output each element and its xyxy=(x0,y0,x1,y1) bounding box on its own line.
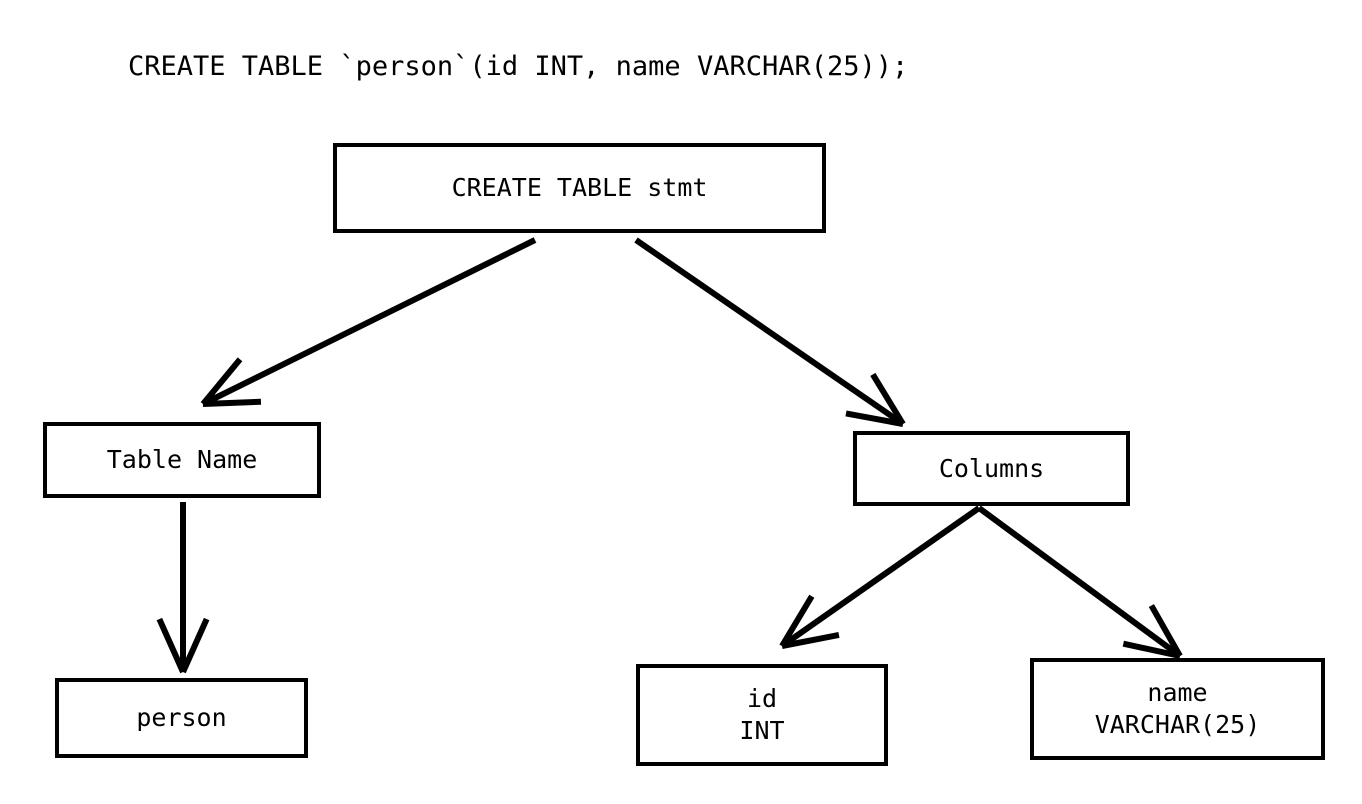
arrowhead-barb xyxy=(200,357,243,406)
node-column-name[interactable]: name VARCHAR(25) xyxy=(1030,658,1325,760)
arrowhead-barb xyxy=(845,410,904,427)
arrowhead-barb xyxy=(1122,640,1181,659)
node-label-line2: INT xyxy=(739,716,785,745)
node-label-line2: VARCHAR(25) xyxy=(1094,710,1261,739)
node-label-line1: person xyxy=(136,703,227,732)
edge-shaft xyxy=(780,505,981,649)
edge-root-to-table-name xyxy=(200,237,537,407)
node-columns[interactable]: Columns xyxy=(853,431,1130,506)
arrowhead-barb xyxy=(870,372,906,426)
node-label-line1: Table Name xyxy=(106,445,258,474)
arrowhead-barb xyxy=(781,632,840,649)
node-person[interactable]: person xyxy=(55,678,308,758)
edge-root-to-columns xyxy=(634,237,906,427)
edge-shaft xyxy=(977,505,1182,659)
sql-statement-caption: CREATE TABLE `person`(id INT, name VARCH… xyxy=(128,51,909,82)
edge-table-name-to-person xyxy=(156,502,210,674)
node-column-id[interactable]: id INT xyxy=(636,664,888,766)
edge-columns-to-col-id xyxy=(779,505,981,649)
edge-columns-to-col-name xyxy=(977,505,1183,659)
edge-shaft xyxy=(634,237,905,427)
arrowhead-barb xyxy=(156,617,186,674)
arrowhead-barb xyxy=(202,398,262,407)
node-create-table-stmt[interactable]: CREATE TABLE stmt xyxy=(333,143,826,233)
node-label-line1: id xyxy=(746,684,778,713)
node-table-name[interactable]: Table Name xyxy=(43,422,321,498)
arrowhead-barb xyxy=(779,594,815,648)
arrowhead-barb xyxy=(180,617,210,674)
node-label-line1: CREATE TABLE stmt xyxy=(451,173,708,202)
arrowhead-barb xyxy=(1148,604,1183,658)
node-label-line1: name xyxy=(1147,678,1208,707)
edge-shaft xyxy=(201,237,537,407)
node-label-line1: Columns xyxy=(938,453,1045,483)
